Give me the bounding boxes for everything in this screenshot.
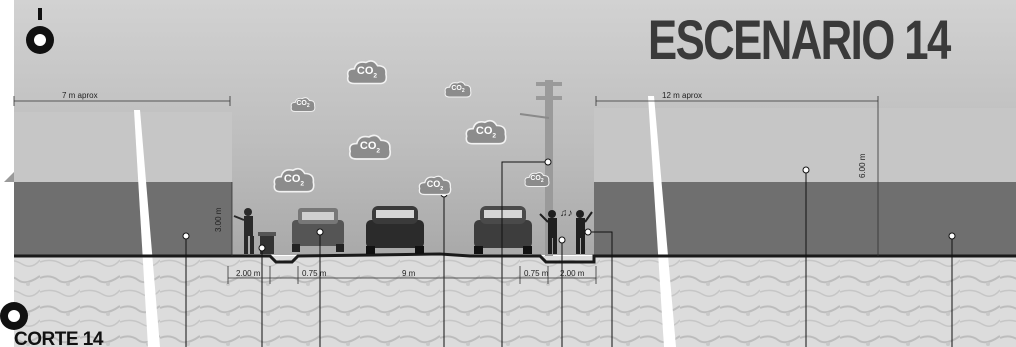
left-width-label: 7 m aprox (62, 91, 98, 100)
co2-text: CO (359, 140, 377, 153)
co2-text: CO (475, 125, 493, 138)
ground (14, 256, 1016, 347)
right-height-label: 6.00 m (858, 153, 867, 178)
co2-label: CO2 (290, 100, 316, 109)
co2-cloud-icon: CO2 (464, 118, 508, 148)
co2-cloud-icon: CO2 (346, 58, 388, 88)
co2-subscript: 2 (306, 103, 310, 110)
co2-cloud-icon: CO2 (348, 132, 392, 164)
co2-label: CO2 (346, 65, 388, 79)
co2-subscript: 2 (376, 147, 381, 155)
sidewalk-left-label: 2.00 m (236, 269, 261, 278)
co2-text: CO (426, 178, 441, 189)
svg-text:♫♪: ♫♪ (560, 208, 573, 219)
scenario-title: ESCENARIO 14 (648, 8, 951, 71)
road-profile (14, 252, 1016, 264)
left-height-label: 3.00 m (214, 207, 223, 232)
callout-lines (182, 158, 956, 347)
co2-cloud-icon: CO2 (524, 170, 550, 190)
dimension-lines (13, 96, 879, 284)
right-width-label: 12 m aprox (662, 91, 703, 100)
co2-text: CO (356, 65, 374, 78)
section-label: CORTE 14 (14, 329, 103, 347)
co2-text: CO (296, 99, 307, 107)
roadway-label: 9 m (402, 269, 416, 278)
co2-cloud-icon: CO2 (418, 174, 452, 198)
north-marker-icon (26, 8, 54, 54)
sidewalk-right-label: 2.00 m (560, 269, 585, 278)
co2-cloud-icon: CO2 (444, 80, 472, 100)
utility-pole (519, 80, 562, 256)
co2-subscript: 2 (461, 88, 465, 95)
co2-label: CO2 (464, 125, 508, 139)
car-suv-right (474, 206, 532, 254)
section-marker-icon (0, 302, 28, 330)
curb-right-label: 0.75 m (524, 269, 549, 278)
co2-subscript: 2 (373, 72, 378, 80)
left-building (4, 110, 232, 347)
co2-text: CO (283, 173, 301, 186)
co2-text: CO (530, 174, 541, 182)
curb-left-label: 0.75 m (302, 269, 327, 278)
car-suv-center (366, 206, 424, 254)
co2-subscript: 2 (492, 132, 497, 140)
co2-cloud-icon: CO2 (290, 96, 316, 114)
co2-subscript: 2 (440, 185, 444, 192)
left-margin (0, 0, 14, 347)
co2-subscript: 2 (540, 178, 544, 185)
co2-label: CO2 (444, 85, 472, 94)
co2-label: CO2 (348, 140, 392, 154)
pedestrian-left (233, 208, 254, 254)
co2-label: CO2 (272, 173, 316, 187)
co2-label: CO2 (524, 175, 550, 184)
co2-label: CO2 (418, 179, 452, 192)
co2-cloud-icon: CO2 (272, 166, 316, 196)
right-building (594, 96, 1016, 347)
pedestrians-right: ♫♪ (539, 208, 593, 254)
co2-text: CO (451, 84, 462, 92)
co2-subscript: 2 (300, 180, 305, 188)
